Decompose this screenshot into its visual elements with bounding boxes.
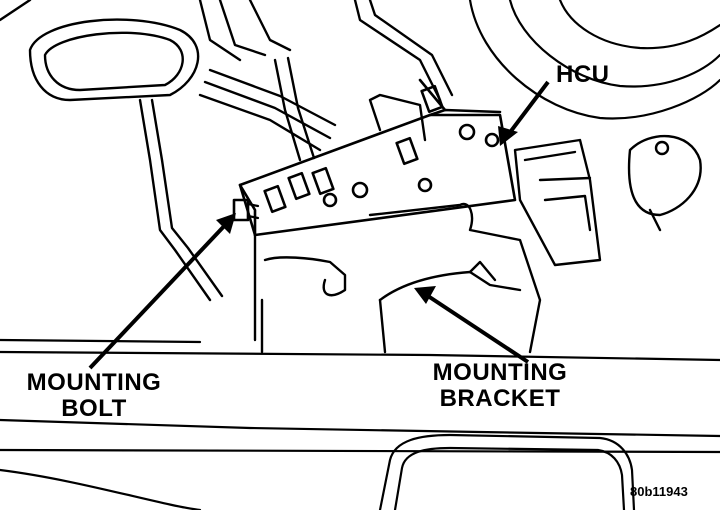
hcu-leader-line — [506, 80, 550, 137]
leader-arrows — [88, 80, 550, 370]
bolt-leader-line — [88, 220, 230, 370]
mounting-bolt-part — [232, 198, 260, 222]
brake-lines — [0, 0, 454, 302]
mounting-bracket — [253, 202, 542, 354]
mounting-bracket-label-line1: MOUNTING — [432, 359, 568, 386]
mounting-bolt-label: MOUNTING BOLT — [14, 370, 174, 422]
mounting-bolt-label-line2: BOLT — [61, 395, 127, 422]
strut-dome — [468, 0, 720, 120]
bolt-arrowhead — [216, 213, 236, 234]
bracket-leader-line — [426, 294, 530, 364]
hcu-label: HCU — [556, 61, 610, 88]
pump-motor-connector — [513, 135, 702, 267]
vehicle-frame-lines — [0, 338, 720, 510]
bracket-arrowhead — [414, 286, 436, 304]
figure-code: 80b11943 — [630, 484, 688, 499]
hcu-unit — [238, 78, 517, 237]
hcu-arrowhead — [498, 126, 518, 146]
mounting-bracket-label-line2: BRACKET — [439, 385, 561, 412]
mounting-bolt-label-line1: MOUNTING — [26, 369, 162, 396]
mounting-bracket-label: MOUNTING BRACKET — [412, 360, 588, 412]
